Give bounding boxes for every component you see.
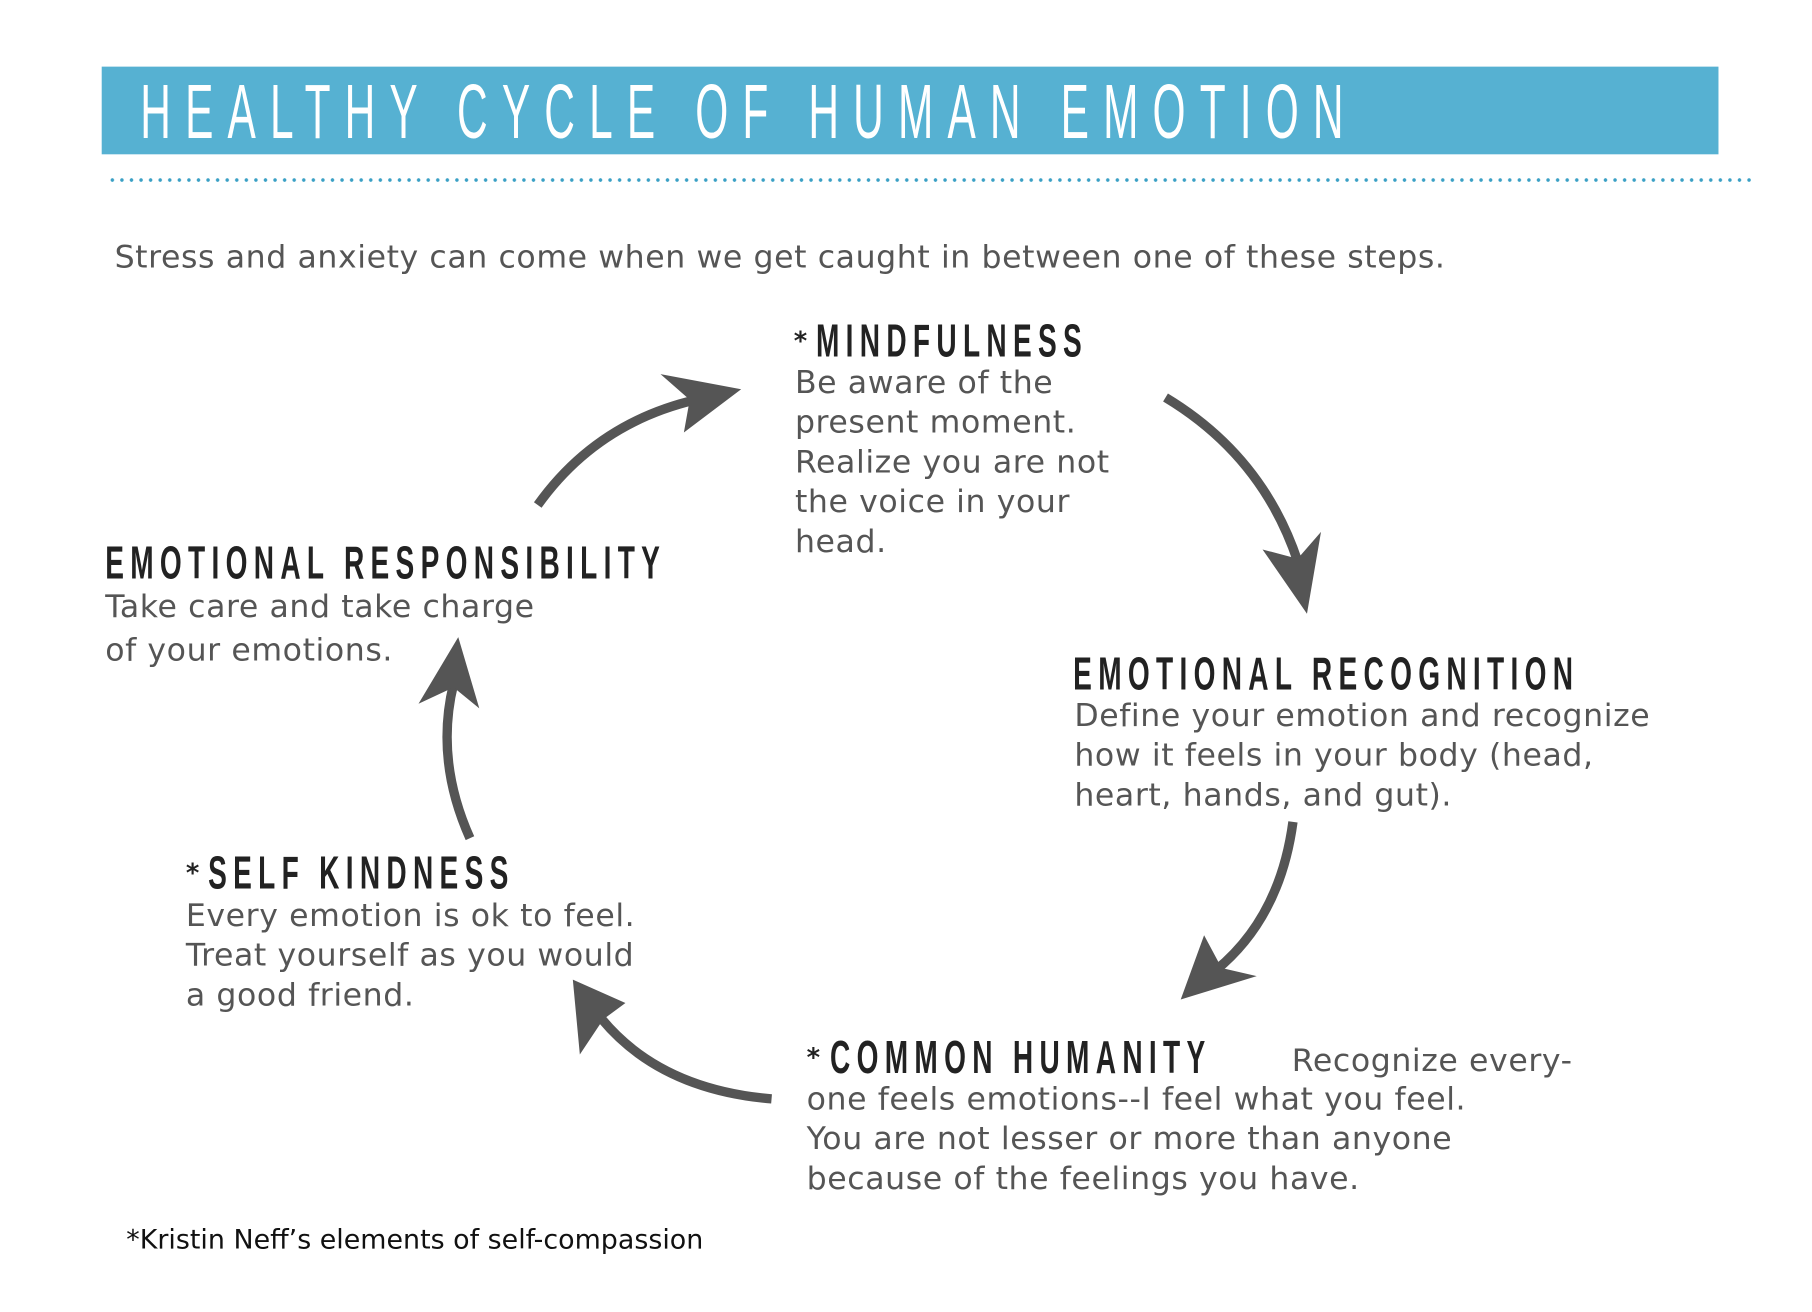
text-line: one feels emotions--I feel what you feel… <box>806 1081 1467 1118</box>
footnote: *Kristin Neff’s elements of self-compass… <box>126 1225 704 1256</box>
humanity-description: one feels emotions--I feel what you feel… <box>807 1080 1467 1199</box>
text-line: Treat yourself as you would <box>185 937 635 974</box>
arrow-recognition-to-humanity <box>1212 821 1298 974</box>
arrowhead-icon <box>418 637 480 709</box>
asterisk-mark: * <box>806 1043 821 1074</box>
text-line: present moment. <box>794 404 1077 441</box>
responsibility-description: Take care and take charge of your emotio… <box>105 586 534 673</box>
text-line: You are not lesser or more than anyone <box>806 1121 1453 1158</box>
kindness-description: Every emotion is ok to feel. Treat yours… <box>186 897 635 1016</box>
asterisk-mark: * <box>185 859 200 889</box>
recognition-heading: EMOTIONAL RECOGNITION <box>1073 648 1580 701</box>
text-line: a good friend. <box>185 977 415 1014</box>
asterisk-mark: * <box>793 327 808 357</box>
page-title: HEALTHY CYCLE OF HUMAN EMOTION <box>140 67 1358 155</box>
arrowhead-icon <box>572 979 626 1055</box>
text-line: Be aware of the <box>794 364 1054 401</box>
text-line: Take care and take charge <box>105 589 535 626</box>
arrow-mindfulness-to-recognition <box>1163 393 1303 563</box>
humanity-heading: COMMON HUMANITY <box>830 1032 1212 1084</box>
subtitle: Stress and anxiety can come when we get … <box>114 239 1446 276</box>
text-line: Every emotion is ok to feel. <box>185 897 636 935</box>
arrow-responsibility-to-mindfulness <box>533 395 697 508</box>
humanity-inline-text: Recognize every- <box>1291 1042 1573 1080</box>
kindness-heading: SELF KINDNESS <box>208 847 515 899</box>
arrow-kindness-to-responsibility <box>442 682 475 841</box>
text-line: how it feels in your body (head, <box>1074 737 1594 774</box>
text-line: the voice in your <box>794 483 1071 521</box>
mindfulness-description: Be aware of the present moment. Realize … <box>795 364 1110 563</box>
arrowhead-icon <box>1262 531 1322 614</box>
mindfulness-heading: MINDFULNESS <box>815 315 1089 368</box>
arrowhead-icon <box>1180 935 1257 1000</box>
recognition-description: Define your emotion and recognize how it… <box>1074 697 1650 816</box>
arrowhead-icon <box>660 374 742 433</box>
text-line: Realize you are not <box>794 444 1110 481</box>
dotted-divider <box>107 177 1754 183</box>
text-line: heart, hands, and gut). <box>1074 777 1453 814</box>
text-line: because of the feelings you have. <box>806 1160 1360 1198</box>
text-line: of your emotions. <box>105 632 394 669</box>
arrow-humanity-to-kindness <box>598 1016 772 1104</box>
responsibility-heading: EMOTIONAL RESPONSIBILITY <box>105 537 667 590</box>
text-line: Define your emotion and recognize <box>1074 697 1651 735</box>
title-banner <box>101 66 1719 155</box>
text-line: head. <box>794 523 887 560</box>
